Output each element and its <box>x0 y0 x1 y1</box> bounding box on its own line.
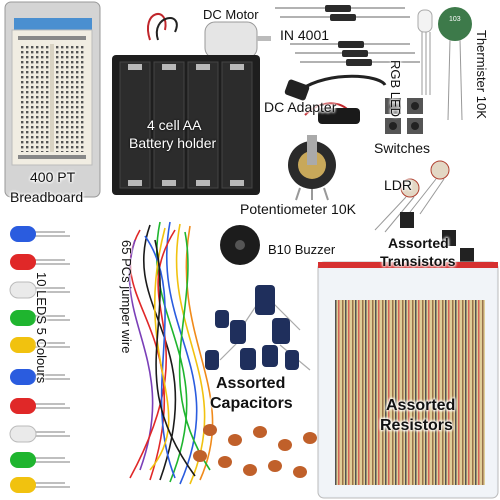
jumper-wires <box>128 221 214 485</box>
buzzer-label: B10 Buzzer <box>268 242 336 257</box>
rgb-led-label: RGB LED <box>388 60 403 118</box>
thermistor-code-label: 103 <box>449 16 461 23</box>
battery-holder-label-line1: 4 cell AA <box>147 117 202 133</box>
resistors-label-line2: Resistors <box>380 417 453 434</box>
breadboard-label-line1: 400 PT <box>30 169 76 185</box>
dc-motor-label: DC Motor <box>203 7 259 22</box>
battery-holder <box>112 55 260 195</box>
jumper-wire-label: 65 PCs jumper wire <box>119 240 134 354</box>
switches-label: Switches <box>374 140 431 156</box>
breadboard-label-line2: Breadboard <box>10 189 84 205</box>
switches <box>385 98 423 134</box>
ldrs <box>374 160 450 233</box>
thermistor-label: Thermister 10K <box>474 30 489 119</box>
breadboard <box>4 1 101 198</box>
dc-motor <box>147 13 271 59</box>
dc-adapter <box>284 74 387 124</box>
capacitors-label-line1: Assorted <box>216 375 286 392</box>
leds-label: 10 LEDS 5 Colours <box>34 272 49 384</box>
potentiometer <box>288 135 336 201</box>
buzzer <box>220 225 260 265</box>
rgb-led <box>417 9 433 95</box>
diode-label: IN 4001 <box>280 27 330 43</box>
potentiometer-label: Potentiometer 10K <box>240 201 356 217</box>
transistors-label-line2: Transistors <box>380 253 456 269</box>
leds <box>9 226 70 493</box>
resistor-bag <box>317 261 499 499</box>
ldr-label: LDR <box>384 177 413 193</box>
dc-adapter-label: DC Adapter <box>264 99 337 115</box>
transistors-label-line1: Assorted <box>388 235 449 251</box>
capacitors-label-line2: Capacitors <box>210 395 293 412</box>
battery-holder-label-line2: Battery holder <box>129 135 217 151</box>
resistors-label-line1: Assorted <box>386 397 456 414</box>
ceramic-capacitors <box>193 424 332 478</box>
transistors <box>400 212 474 264</box>
thermistor <box>438 7 472 121</box>
electrolytic-capacitors <box>205 285 311 371</box>
